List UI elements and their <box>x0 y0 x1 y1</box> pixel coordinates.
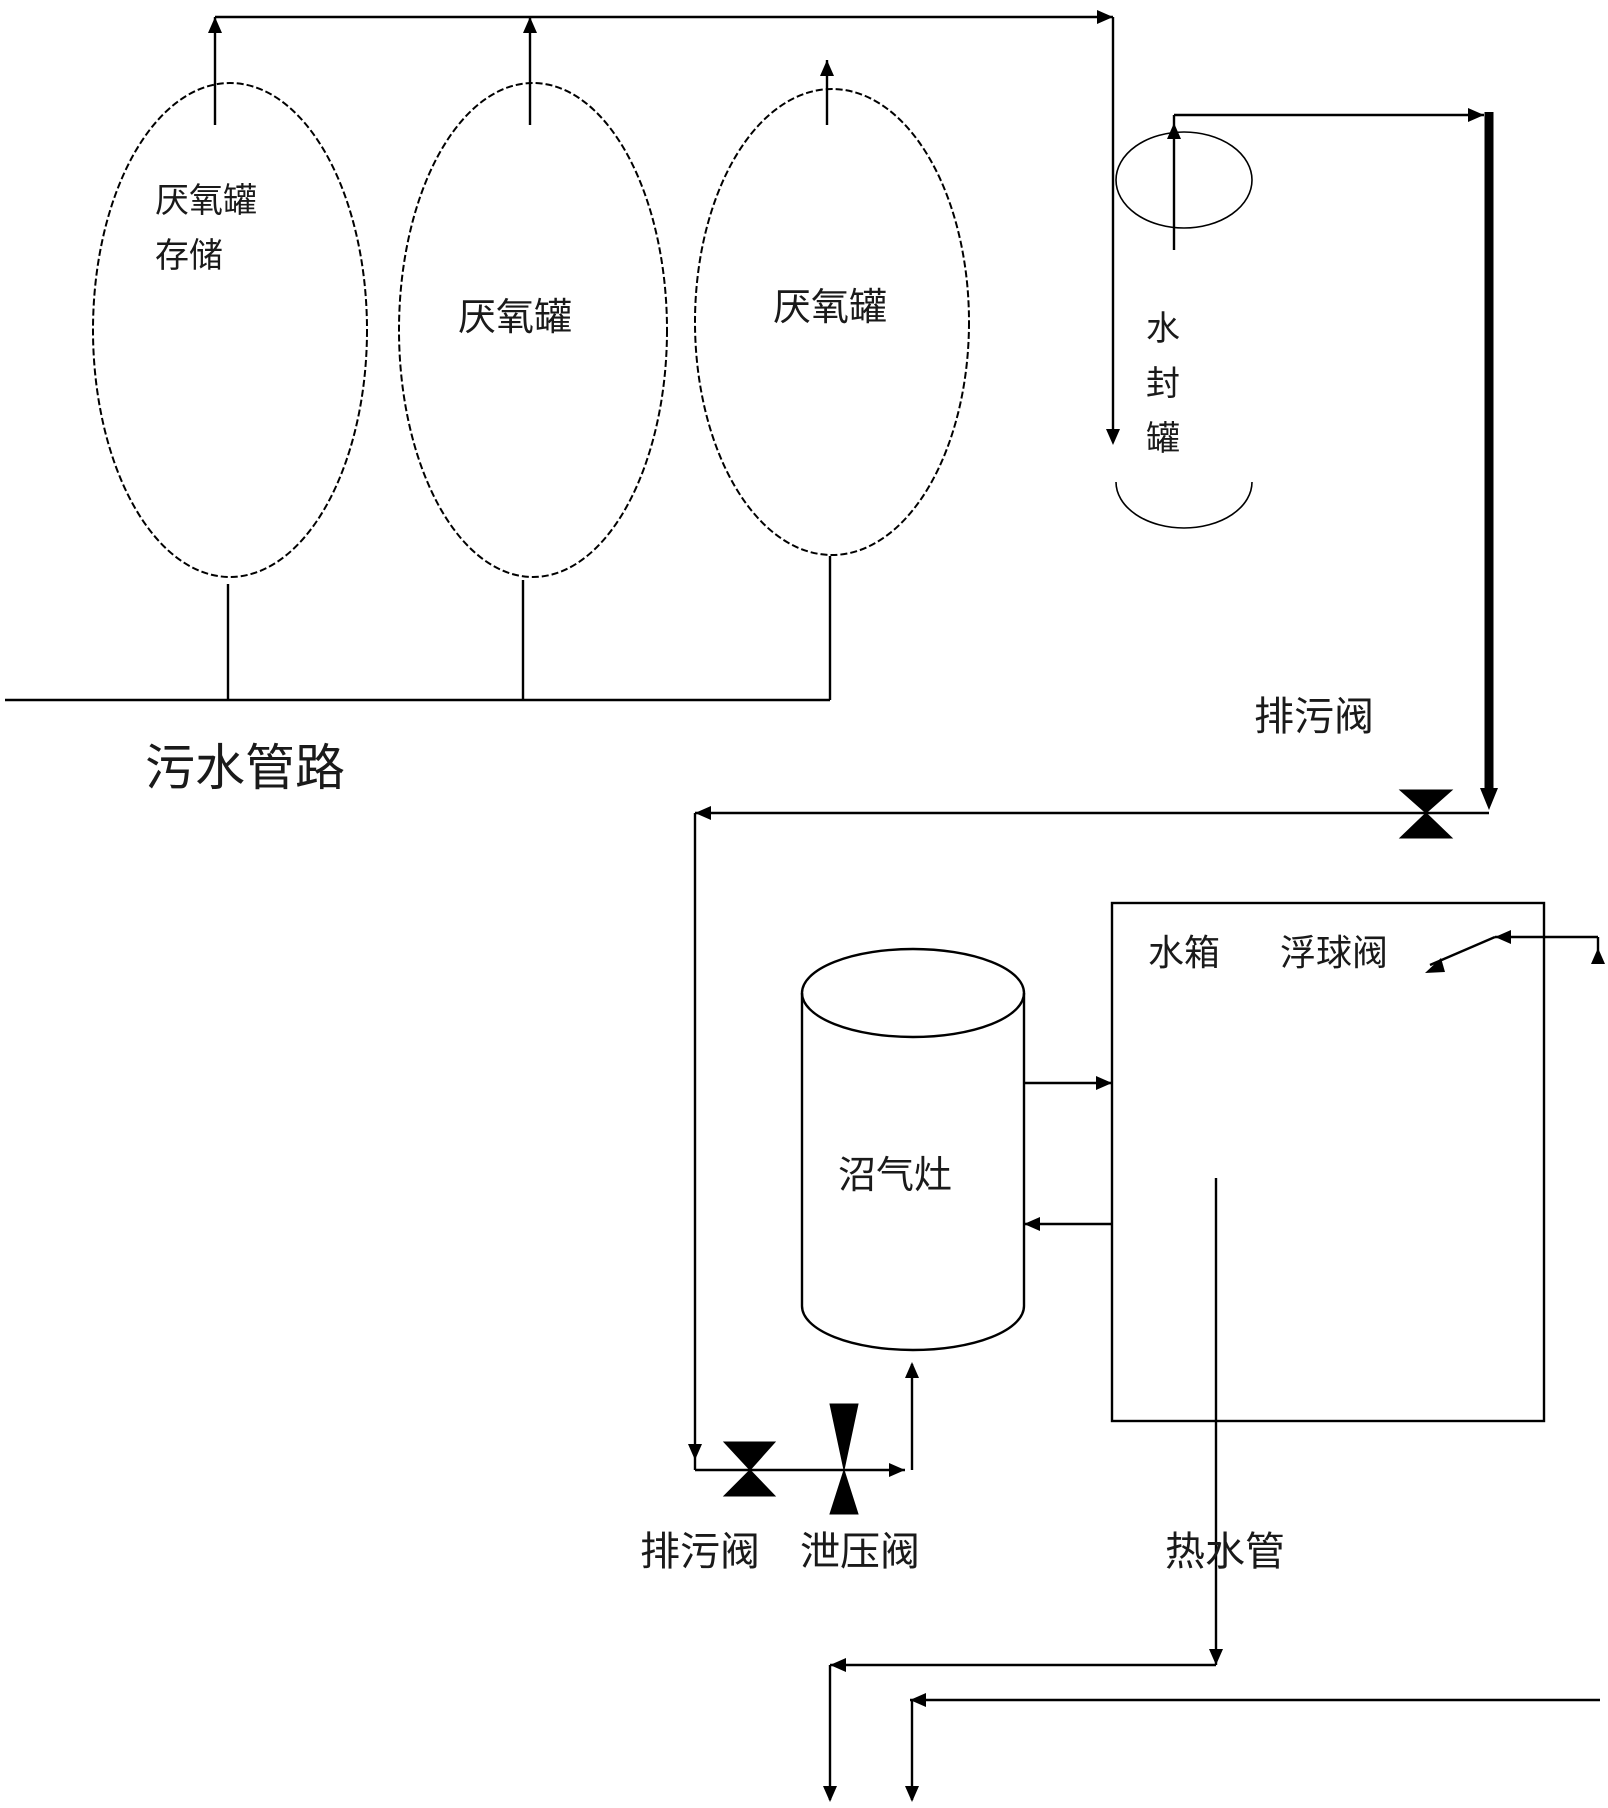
tank2-label: 厌氧罐 <box>458 295 572 339</box>
arrowhead-icon <box>823 1786 837 1802</box>
water-seal-label-3: 罐 <box>1146 419 1180 459</box>
arrowhead-icon <box>1495 930 1511 944</box>
arrowhead-icon <box>820 60 834 76</box>
drain-valve-top-label: 排污阀 <box>1254 694 1374 740</box>
arrowhead-icon <box>688 1444 702 1460</box>
tank1-label-line1: 厌氧罐 <box>155 181 257 221</box>
anaerobic-storage-tank <box>92 82 368 578</box>
water-seal-bottom-arc <box>1115 481 1253 529</box>
arrowhead-icon <box>1024 1217 1040 1231</box>
cooker-cylinder-body <box>800 993 1026 1352</box>
arrowhead-icon <box>905 1362 919 1378</box>
arrowhead-icon <box>1097 10 1113 24</box>
tank1-label-line2: 存储 <box>155 236 223 276</box>
arrowhead-icon <box>695 806 711 820</box>
arrowhead-icon <box>523 17 537 33</box>
water-seal-top-ellipse <box>1115 131 1253 229</box>
anaerobic-tank-2 <box>398 82 668 578</box>
drain-valve-top-icon <box>1398 789 1454 839</box>
anaerobic-tank-3 <box>694 88 970 556</box>
arrowhead-icon <box>1209 1649 1223 1665</box>
water-seal-label-2: 封 <box>1146 364 1180 404</box>
water-tank-label: 水箱 <box>1148 933 1220 974</box>
arrowhead-icon <box>208 17 222 33</box>
sewage-pipeline-label: 污水管路 <box>145 739 345 797</box>
water-tank <box>1110 901 1546 1423</box>
water-seal-label-1: 水 <box>1146 309 1180 349</box>
drain-valve-bottom-icon <box>722 1441 777 1497</box>
arrowhead-icon <box>889 1463 905 1477</box>
relief-valve-label: 泄压阀 <box>800 1529 920 1575</box>
tank3-label: 厌氧罐 <box>773 285 887 329</box>
arrowhead-icon <box>1591 948 1605 964</box>
arrowhead-icon <box>905 1786 919 1802</box>
cooker-cylinder-top <box>800 947 1026 1039</box>
arrowhead-icon <box>1480 788 1498 810</box>
relief-valve-icon <box>829 1403 859 1515</box>
cooker-label: 沼气灶 <box>838 1153 952 1197</box>
arrowhead-icon <box>910 1693 926 1707</box>
arrowhead-icon <box>1425 958 1445 973</box>
float-valve-label: 浮球阀 <box>1280 933 1388 974</box>
arrowhead-icon <box>1468 108 1484 122</box>
hot-water-pipe-label: 热水管 <box>1165 1529 1285 1575</box>
arrowhead-icon <box>1106 429 1120 445</box>
drain-valve-bottom-label: 排污阀 <box>640 1529 760 1575</box>
arrowhead-icon <box>1096 1076 1112 1090</box>
arrowhead-icon <box>1167 123 1181 139</box>
arrowhead-icon <box>830 1658 846 1672</box>
